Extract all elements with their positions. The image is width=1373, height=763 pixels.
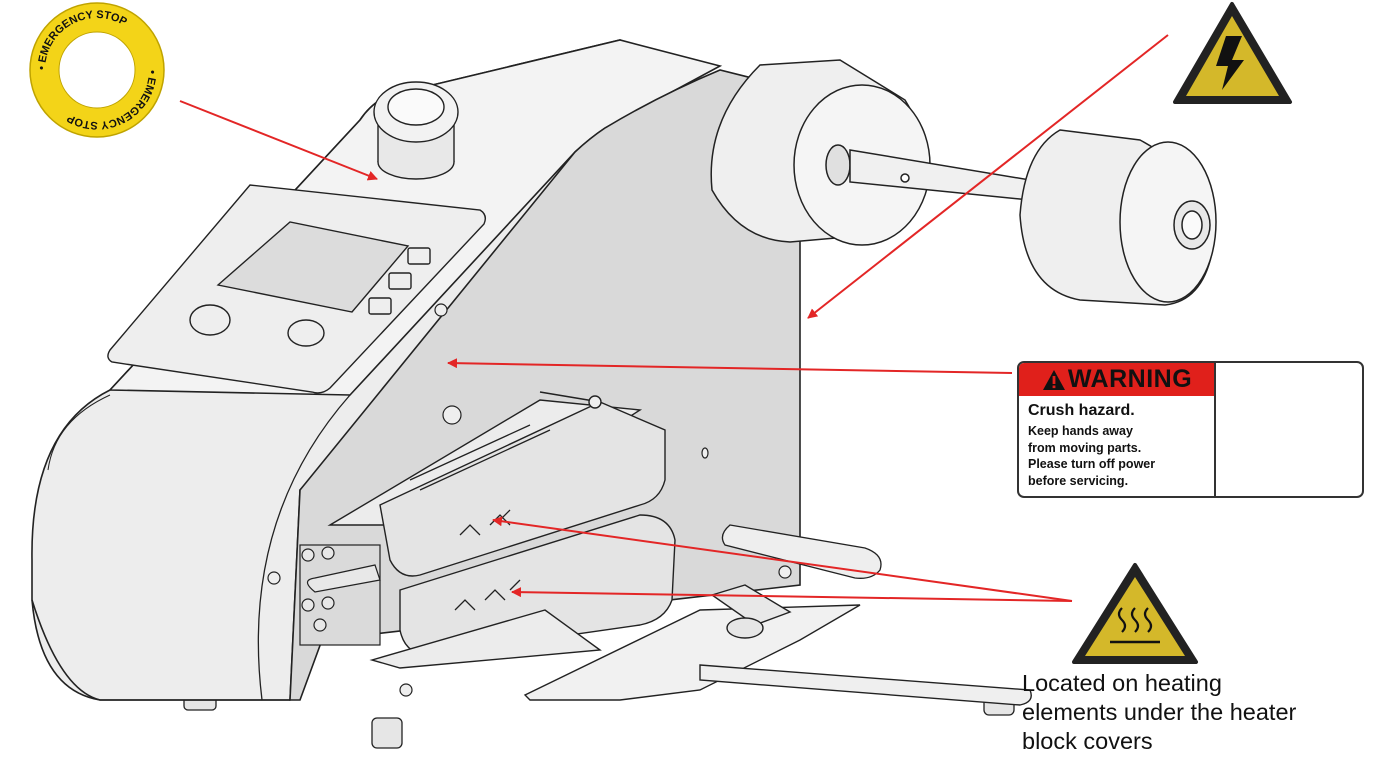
arrow-emergency-stop (179, 100, 378, 181)
guide-rod (721, 524, 882, 579)
heat-caption-line: Located on heating (1022, 670, 1222, 696)
warning-header: WARNING (1019, 363, 1215, 396)
heat-caption: Located on heating elements under the he… (1022, 669, 1367, 756)
heat-caption-line: block covers (1022, 728, 1153, 754)
panel-screws (267, 303, 792, 697)
warning-title: Crush hazard. (1028, 402, 1135, 419)
pointer-arrows (179, 34, 1169, 602)
arrow-heat-lower (511, 587, 1073, 602)
warning-label: WARNING Crush hazard. Keep hands away fr… (1017, 361, 1364, 498)
warning-header-text: WARNING (1067, 365, 1193, 393)
warning-exclamation-icon (1042, 369, 1065, 390)
high-voltage-icon (1173, 2, 1292, 104)
hot-surface-icon (1072, 563, 1198, 664)
heater-block-lower (369, 514, 676, 669)
arrow-electrical (807, 34, 1169, 319)
emergency-stop-sticker: • EMERGENCY STOP • EMERGENCY STOP (29, 2, 165, 138)
connector-fittings (299, 544, 381, 646)
arrow-crush (447, 358, 1013, 374)
warning-line: from moving parts. (1028, 440, 1142, 455)
heater-block-upper (327, 391, 666, 577)
control-panel (107, 184, 487, 394)
warning-line: Please turn off power (1028, 457, 1156, 471)
warning-line: Keep hands away (1028, 424, 1133, 438)
arrow-heat-upper (492, 516, 1073, 602)
spool-holder (710, 59, 1217, 306)
warning-body: Keep hands away from moving parts. Pleas… (1028, 423, 1213, 489)
warning-divider (1214, 363, 1216, 496)
warning-line: before servicing. (1028, 473, 1129, 488)
emergency-stop-button (373, 81, 459, 180)
heat-caption-line: elements under the heater (1022, 699, 1297, 725)
